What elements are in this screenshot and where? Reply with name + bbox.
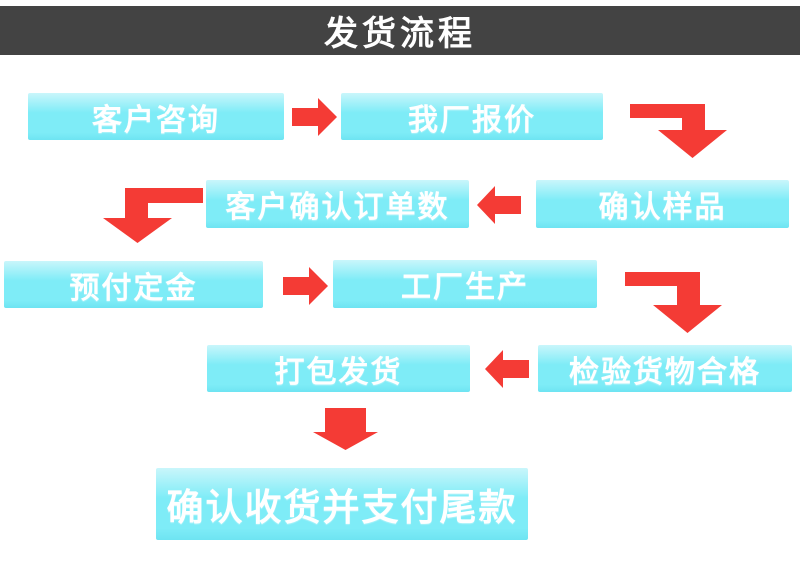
step-confirm-order-quantity: 客户确认订单数: [206, 180, 469, 228]
arrow-elbow-down-left-icon: [103, 188, 203, 243]
step-prepay-deposit: 预付定金: [4, 261, 263, 308]
step-label: 客户咨询: [92, 102, 220, 138]
arrow-right-icon: [292, 98, 337, 136]
arrow-right-icon: [283, 267, 328, 305]
step-confirm-sample: 确认样品: [536, 180, 789, 228]
arrow-elbow-down-right-icon: [630, 104, 727, 158]
step-label: 确认样品: [598, 190, 727, 225]
step-customer-inquiry: 客户咨询: [28, 93, 284, 140]
step-label: 我厂报价: [408, 102, 536, 138]
arrow-elbow-down-right-icon: [625, 272, 722, 333]
page-title: 发货流程: [324, 14, 476, 54]
step-confirm-receipt-pay-balance: 确认收货并支付尾款: [156, 468, 528, 540]
step-factory-quote: 我厂报价: [341, 93, 603, 140]
title-banner: 发货流程: [0, 6, 800, 55]
step-label: 预付定金: [69, 270, 198, 306]
step-pack-and-ship: 打包发货: [207, 345, 470, 392]
step-label: 工厂生产: [401, 270, 529, 305]
step-factory-production: 工厂生产: [333, 260, 597, 308]
step-label: 打包发货: [274, 354, 403, 390]
step-label: 检验货物合格: [569, 354, 761, 390]
step-label: 客户确认订单数: [225, 190, 450, 225]
arrow-down-icon: [313, 408, 378, 450]
arrow-left-icon: [485, 350, 529, 388]
arrow-left-icon: [477, 186, 521, 224]
step-inspect-goods-qualified: 检验货物合格: [538, 345, 792, 392]
step-label: 确认收货并支付尾款: [166, 486, 518, 529]
